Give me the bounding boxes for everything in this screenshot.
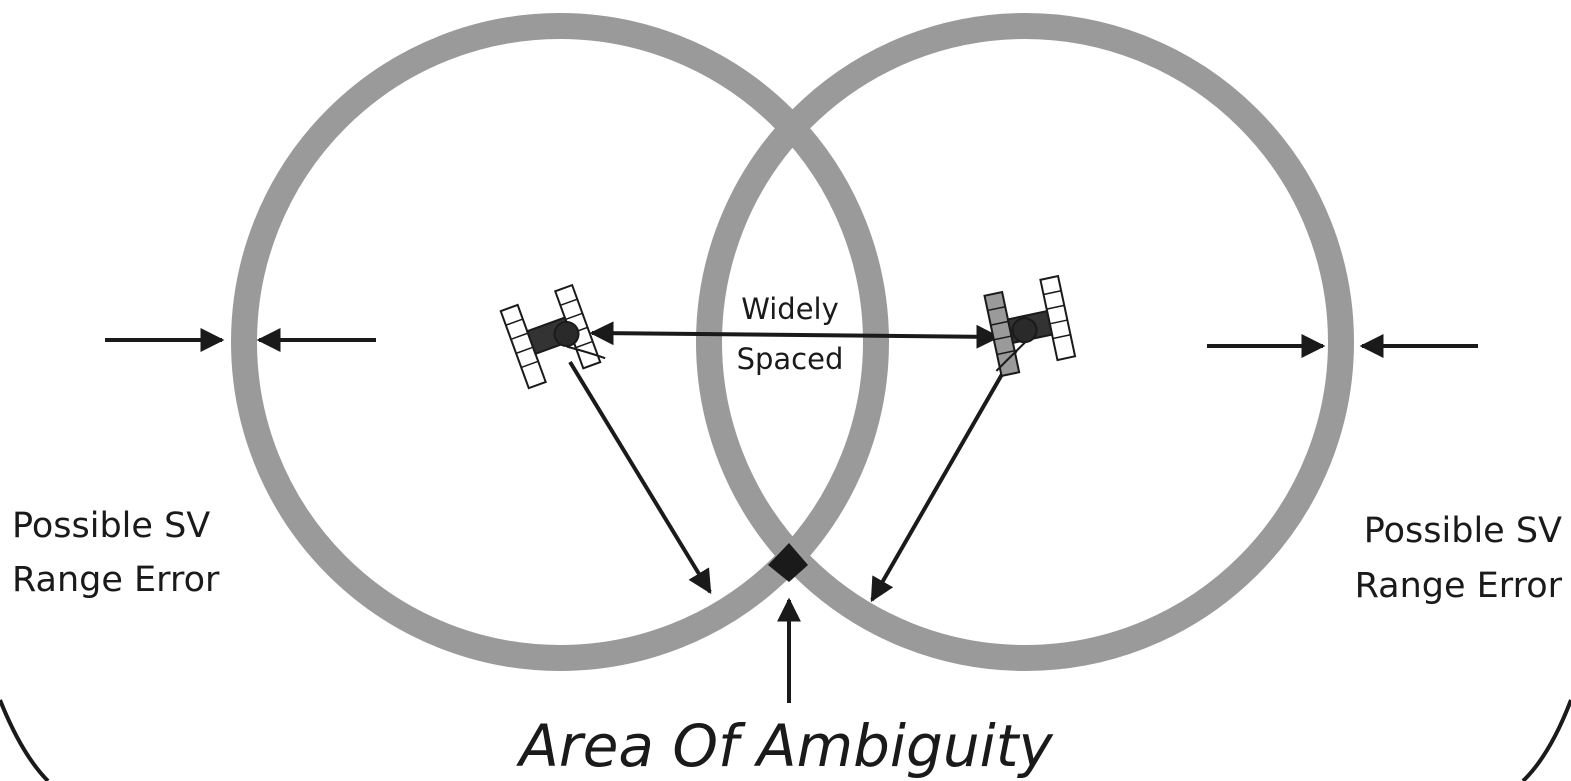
right-range-error-label-line1: Possible SV bbox=[1364, 511, 1562, 551]
spacing-double-arrow bbox=[592, 333, 998, 337]
left-range-error-label-line2: Range Error bbox=[12, 560, 220, 600]
left-satellite-icon bbox=[501, 283, 606, 388]
right-range-arrow bbox=[872, 350, 1016, 600]
outer-arc-right bbox=[1523, 700, 1571, 781]
left-range-error-label-line1: Possible SV bbox=[12, 506, 210, 546]
widely-spaced-label-line1: Widely bbox=[741, 292, 839, 326]
left-range-arrow bbox=[570, 362, 710, 592]
area-of-ambiguity-label: Area Of Ambiguity bbox=[515, 712, 1053, 780]
right-satellite-icon bbox=[980, 276, 1076, 377]
outer-arc-left bbox=[0, 700, 48, 781]
widely-spaced-label-line2: Spaced bbox=[737, 342, 844, 376]
right-range-error-label-line2: Range Error bbox=[1355, 566, 1563, 606]
